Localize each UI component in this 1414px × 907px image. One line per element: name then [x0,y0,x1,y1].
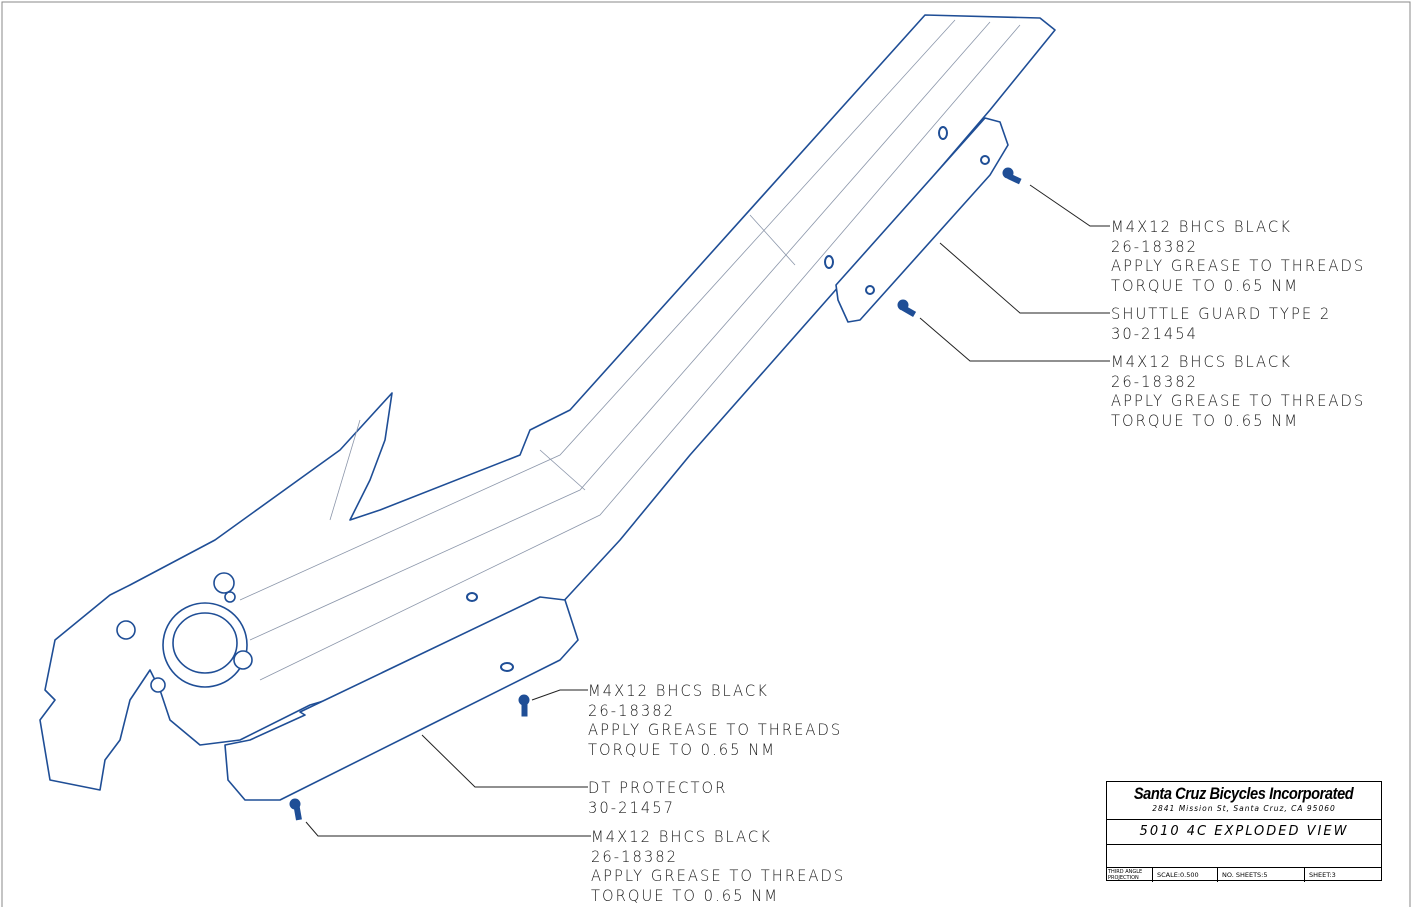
callout-line: 26-18382 [1111,371,1199,391]
screw-icon [897,299,917,318]
drawing-title: 5010 4C EXPLODED VIEW [1107,820,1381,845]
title-block: Santa Cruz Bicycles Incorporated 2841 Mi… [1106,781,1382,882]
callout-line: 26-18382 [1111,236,1199,256]
callout-line: APPLY GREASE TO THREADS [1111,391,1366,410]
leader-line [531,689,588,701]
leader-line [421,734,588,788]
callout-line: APPLY GREASE TO THREADS [591,866,846,885]
callout-line: M4X12 BHCS BLACK [1111,217,1292,236]
sheet-count-label: NO. SHEETS:5 [1218,868,1305,882]
callout-line: M4X12 BHCS BLACK [591,827,772,846]
callout-line: TORQUE TO 0.65 NM [588,739,776,759]
callout-screw-lower-1: M4X12 BHCS BLACK 26-18382 APPLY GREASE T… [588,681,864,759]
bottom-bracket-bore [172,612,238,674]
callout-line: 30-21454 [1111,323,1199,343]
sheet-number-label: SHEET:3 [1309,871,1336,879]
scale-label: SCALE:0.500 [1153,868,1218,882]
callout-line: DT PROTECTOR [588,778,728,797]
frame-main-tube [39,14,1056,791]
callout-screw-upper-2: M4X12 BHCS BLACK 26-18382 APPLY GREASE T… [1111,352,1387,430]
callout-line: SHUTTLE GUARD TYPE 2 [1111,304,1332,323]
callout-line: APPLY GREASE TO THREADS [1111,256,1366,275]
callout-screw-lower-2: M4X12 BHCS BLACK 26-18382 APPLY GREASE T… [591,827,867,905]
leader-line [305,821,591,837]
callout-line: M4X12 BHCS BLACK [1111,352,1292,371]
company-name: Santa Cruz Bicycles Incorporated [1134,784,1354,803]
callout-screw-upper-1: M4X12 BHCS BLACK 26-18382 APPLY GREASE T… [1111,217,1387,295]
callout-shuttle-guard: SHUTTLE GUARD TYPE 2 30-21454 [1111,304,1350,343]
shuttle-guard-part [835,117,1009,323]
screw-icon [518,694,530,717]
projection-label: THIRD ANGLE PROJECTION [1107,868,1153,882]
screw-icon [1002,167,1022,185]
dt-protector-part [224,596,579,801]
leader-line [1029,184,1110,227]
callout-line: 30-21457 [588,797,676,817]
callout-line: TORQUE TO 0.65 NM [1111,410,1299,430]
callout-line: TORQUE TO 0.65 NM [1111,275,1299,295]
callout-line: TORQUE TO 0.65 NM [591,885,779,905]
leader-line [939,242,1110,314]
title-block-blank-row [1107,845,1381,868]
callout-line: M4X12 BHCS BLACK [588,681,769,700]
callout-line: APPLY GREASE TO THREADS [588,720,843,739]
screw-icon [289,798,302,821]
callout-dt-protector: DT PROTECTOR 30-21457 [588,778,739,817]
company-address: 2841 Mission St, Santa Cruz, CA 95060 [1152,804,1336,813]
callout-line: 26-18382 [591,846,679,866]
leader-line [919,317,1110,362]
callout-line: 26-18382 [588,700,676,720]
